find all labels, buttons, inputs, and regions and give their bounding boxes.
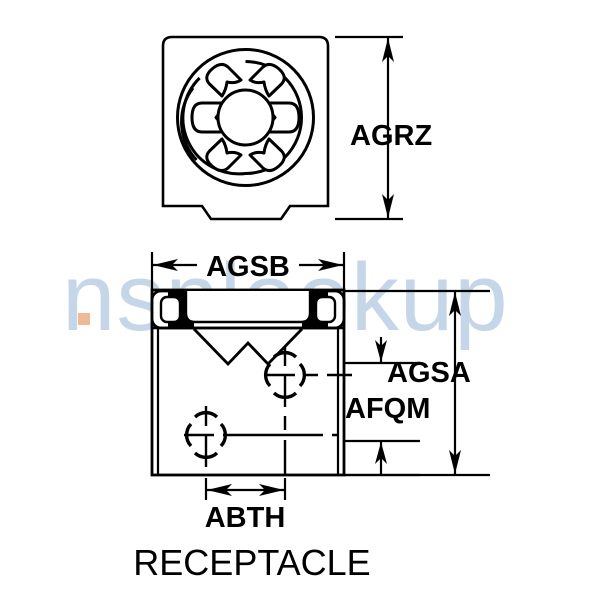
- agrz-arrow-down: [382, 194, 394, 218]
- keyway-slot-upper-right: [248, 62, 286, 98]
- dimension-agsb: [150, 252, 346, 300]
- abth-arrow-left: [207, 484, 232, 496]
- hole-lower-circle: [184, 410, 228, 460]
- watermark-dot-icon: [78, 313, 90, 325]
- hole-upper-circle: [263, 350, 307, 400]
- top-view-group: [161, 35, 330, 221]
- afqm-arrow-up: [375, 442, 387, 464]
- agsb-arrow-left: [153, 259, 178, 271]
- dimension-afqm: [344, 337, 420, 477]
- hole-lower-arc-top: [193, 410, 219, 419]
- agrz-arrow-up: [382, 38, 394, 62]
- abth-arrow-right: [259, 484, 284, 496]
- dimension-abth: [204, 478, 287, 500]
- dimension-label-afqm: AFQM: [345, 393, 430, 425]
- dimension-label-agrz: AGRZ: [350, 120, 432, 152]
- flange-grommet-right: [314, 295, 337, 324]
- hole-lower-arc-right: [219, 422, 228, 448]
- hole-upper-arc-left: [263, 362, 272, 388]
- agsa-arrow-down: [449, 450, 461, 474]
- agsa-arrow-up: [449, 292, 461, 316]
- drawing-title: RECEPTACLE: [133, 542, 370, 583]
- flange-grommet-left: [159, 295, 182, 324]
- keyway-slot-lower-left: [205, 137, 243, 173]
- afqm-arrow-down: [375, 340, 387, 362]
- receptacle-keyway-slots: [190, 62, 301, 173]
- dimension-label-abth: ABTH: [205, 502, 286, 534]
- hole-marker-upper: [263, 346, 352, 430]
- receptacle-insert-ring-gap-arc: [180, 87, 198, 162]
- hole-upper-arc-top: [272, 350, 298, 359]
- flange-center-recess: [184, 291, 312, 324]
- hole-upper-arc-right: [298, 362, 307, 388]
- keyway-slot-lower-right: [248, 137, 286, 173]
- receptacle-center-hub: [216, 88, 275, 147]
- dimension-label-agsa: AGSA: [387, 357, 471, 389]
- dimension-label-agsb: AGSB: [206, 251, 290, 283]
- hole-marker-lower: [184, 406, 338, 475]
- hole-lower-arc-left: [184, 422, 193, 448]
- agsb-arrow-right: [318, 259, 343, 271]
- hole-lower-arc-bottom: [193, 451, 219, 460]
- front-view-group: [150, 288, 352, 477]
- dimension-agrz: [335, 35, 403, 221]
- keyway-slot-upper-left: [205, 62, 243, 98]
- hole-upper-arc-bottom: [272, 391, 298, 400]
